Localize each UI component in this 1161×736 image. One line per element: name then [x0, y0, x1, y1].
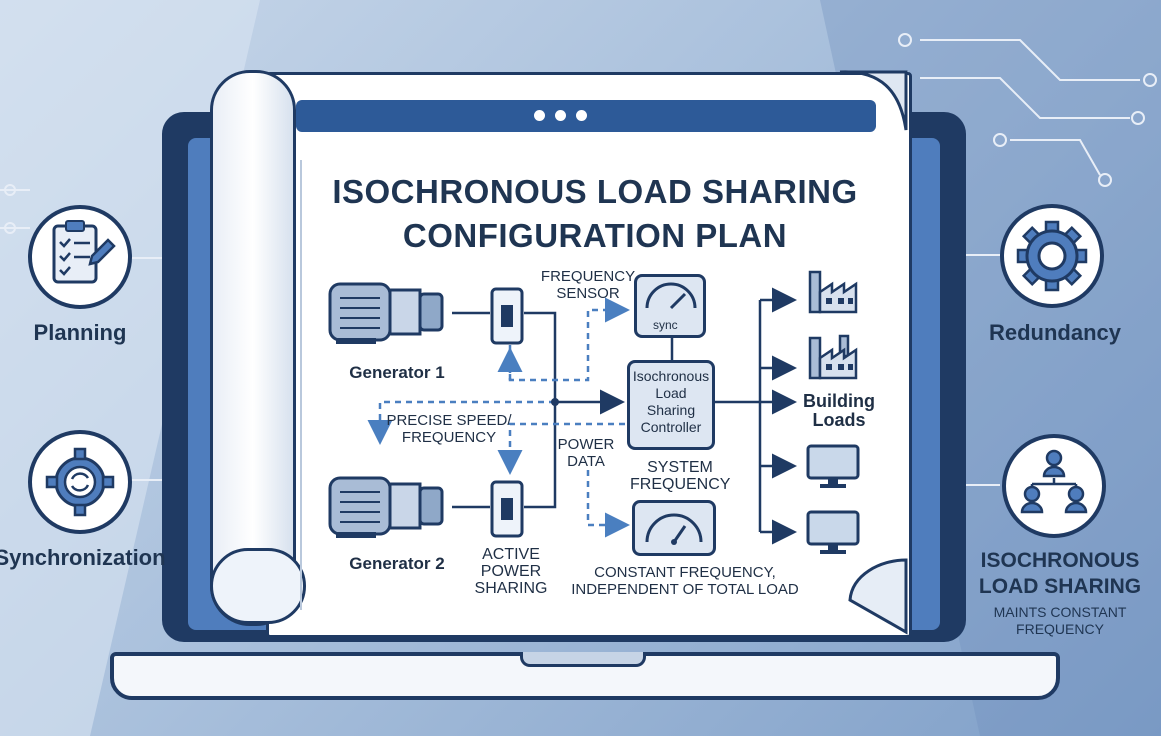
- maints-label-line-1: MAINTS CONSTANT: [993, 604, 1127, 620]
- network-people-icon: [1020, 449, 1088, 514]
- sync-label: sync: [653, 318, 678, 332]
- paper-scroll-curl: [210, 548, 306, 624]
- title-line-2: CONFIGURATION PLAN: [402, 217, 788, 254]
- gear-sync-icon: [45, 447, 115, 517]
- maintains-constant-frequency-label: MAINTS CONSTANT FREQUENCY: [960, 604, 1160, 638]
- title-line-1: ISOCHRONOUS LOAD SHARING: [332, 173, 858, 210]
- frequency-gauge-icon: [645, 513, 703, 545]
- generator-1-label: Generator 1: [349, 363, 445, 382]
- clipboard-checklist-icon: [52, 220, 116, 284]
- precise-speed-label: PRECISE SPEED/ FREQUENCY: [386, 412, 512, 446]
- load-sharing-controller: Isochronous Load Sharing Controller: [627, 360, 715, 450]
- system-frequency-gauge: [632, 500, 716, 556]
- paper-margin-line: [300, 160, 910, 610]
- factory-2-icon: [808, 334, 858, 380]
- generator-2-icon: [328, 476, 444, 538]
- system-frequency-label: SYSTEM FREQUENCY: [630, 459, 731, 493]
- synchronization-label: Synchronization: [0, 545, 166, 570]
- window-dots: [534, 110, 587, 121]
- building-loads-label: Building Loads: [803, 391, 875, 430]
- page-title: ISOCHRONOUS LOAD SHARING CONFIGURATION P…: [300, 170, 890, 258]
- constant-frequency-label: CONSTANT FREQUENCY, INDEPENDENT OF TOTAL…: [571, 564, 799, 598]
- planning-label: Planning: [33, 320, 127, 345]
- factory-icon: [808, 270, 858, 314]
- maints-label-line-2: FREQUENCY: [1016, 621, 1104, 637]
- paper-scroll-roll: [210, 70, 296, 626]
- power-data-label: POWER DATA: [557, 436, 615, 470]
- controller-label: Isochronous Load Sharing Controller: [632, 368, 710, 435]
- sensor-gauge-icon: [645, 282, 697, 310]
- active-power-sharing-label: ACTIVE POWER SHARING: [474, 546, 548, 597]
- breaker-1-icon: [490, 287, 524, 345]
- redundancy-label: Redundancy: [988, 320, 1122, 345]
- monitor-2-icon: [806, 510, 860, 554]
- monitor-icon: [806, 444, 860, 488]
- isochronous-load-sharing-label: ISOCHRONOUS LOAD SHARING: [960, 548, 1160, 600]
- isochronous-label-line-1: ISOCHRONOUS: [980, 549, 1140, 572]
- isochronous-label-line-2: LOAD SHARING: [978, 575, 1142, 598]
- laptop-notch: [520, 652, 646, 667]
- generator-2-label: Generator 2: [349, 554, 445, 573]
- generator-1-icon: [328, 282, 444, 344]
- gear-icon: [1016, 220, 1088, 292]
- breaker-2-icon: [490, 480, 524, 538]
- frequency-sensor-label: FREQUENCY SENSOR: [540, 268, 636, 302]
